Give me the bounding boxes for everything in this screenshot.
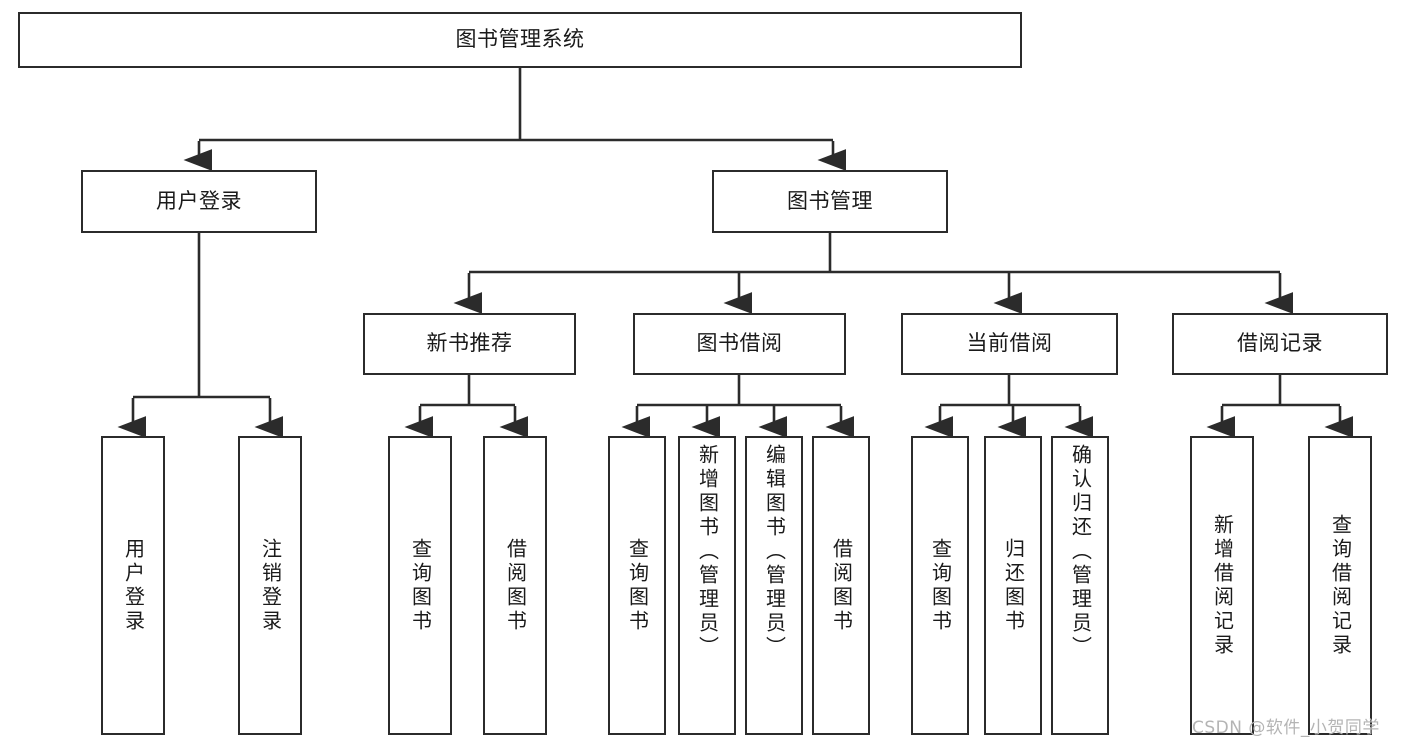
node-current-borrow-label: 当前借阅 xyxy=(966,331,1053,356)
node-leaf-add-book-admin[interactable]: 新增图书（管理员） xyxy=(678,436,736,735)
node-book-management-label: 图书管理 xyxy=(787,188,873,213)
node-leaf-label: 查询图书 xyxy=(408,537,433,634)
node-leaf-label: 确认归还（管理员） xyxy=(1068,444,1093,660)
node-current-borrow[interactable]: 当前借阅 xyxy=(901,313,1118,375)
node-leaf-label: 编辑图书（管理员） xyxy=(762,444,787,660)
node-leaf-query-book-rec[interactable]: 查询图书 xyxy=(388,436,452,735)
node-leaf-label: 查询图书 xyxy=(625,537,650,634)
node-user-login-label: 用户登录 xyxy=(156,188,242,213)
node-leaf-label: 用户登录 xyxy=(121,537,146,634)
node-book-borrow[interactable]: 图书借阅 xyxy=(633,313,846,375)
node-leaf-query-book-borrow[interactable]: 查询图书 xyxy=(608,436,666,735)
node-leaf-confirm-return-admin[interactable]: 确认归还（管理员） xyxy=(1051,436,1109,735)
node-leaf-borrow-book[interactable]: 借阅图书 xyxy=(812,436,870,735)
node-leaf-label: 借阅图书 xyxy=(503,537,528,634)
node-leaf-query-book-current[interactable]: 查询图书 xyxy=(911,436,969,735)
node-leaf-borrow-book-rec[interactable]: 借阅图书 xyxy=(483,436,547,735)
node-leaf-query-borrow-record[interactable]: 查询借阅记录 xyxy=(1308,436,1372,735)
node-leaf-logout[interactable]: 注销登录 xyxy=(238,436,302,735)
node-root-label: 图书管理系统 xyxy=(455,27,585,52)
node-new-book-recommend[interactable]: 新书推荐 xyxy=(363,313,576,375)
node-new-book-recommend-label: 新书推荐 xyxy=(426,331,513,356)
node-leaf-label: 新增借阅记录 xyxy=(1210,513,1235,658)
node-leaf-add-borrow-record[interactable]: 新增借阅记录 xyxy=(1190,436,1254,735)
node-borrow-record-label: 借阅记录 xyxy=(1237,331,1323,356)
node-book-borrow-label: 图书借阅 xyxy=(696,331,783,356)
node-root-system[interactable]: 图书管理系统 xyxy=(18,12,1022,68)
node-leaf-return-book[interactable]: 归还图书 xyxy=(984,436,1042,735)
node-leaf-label: 借阅图书 xyxy=(829,537,854,634)
node-leaf-edit-book-admin[interactable]: 编辑图书（管理员） xyxy=(745,436,803,735)
node-leaf-user-login[interactable]: 用户登录 xyxy=(101,436,165,735)
node-leaf-label: 查询借阅记录 xyxy=(1328,513,1353,658)
node-leaf-label: 注销登录 xyxy=(258,537,283,634)
node-book-management[interactable]: 图书管理 xyxy=(712,170,948,233)
node-leaf-label: 新增图书（管理员） xyxy=(695,444,720,660)
node-leaf-label: 归还图书 xyxy=(1001,537,1026,634)
node-user-login[interactable]: 用户登录 xyxy=(81,170,317,233)
node-borrow-record[interactable]: 借阅记录 xyxy=(1172,313,1388,375)
node-leaf-label: 查询图书 xyxy=(928,537,953,634)
